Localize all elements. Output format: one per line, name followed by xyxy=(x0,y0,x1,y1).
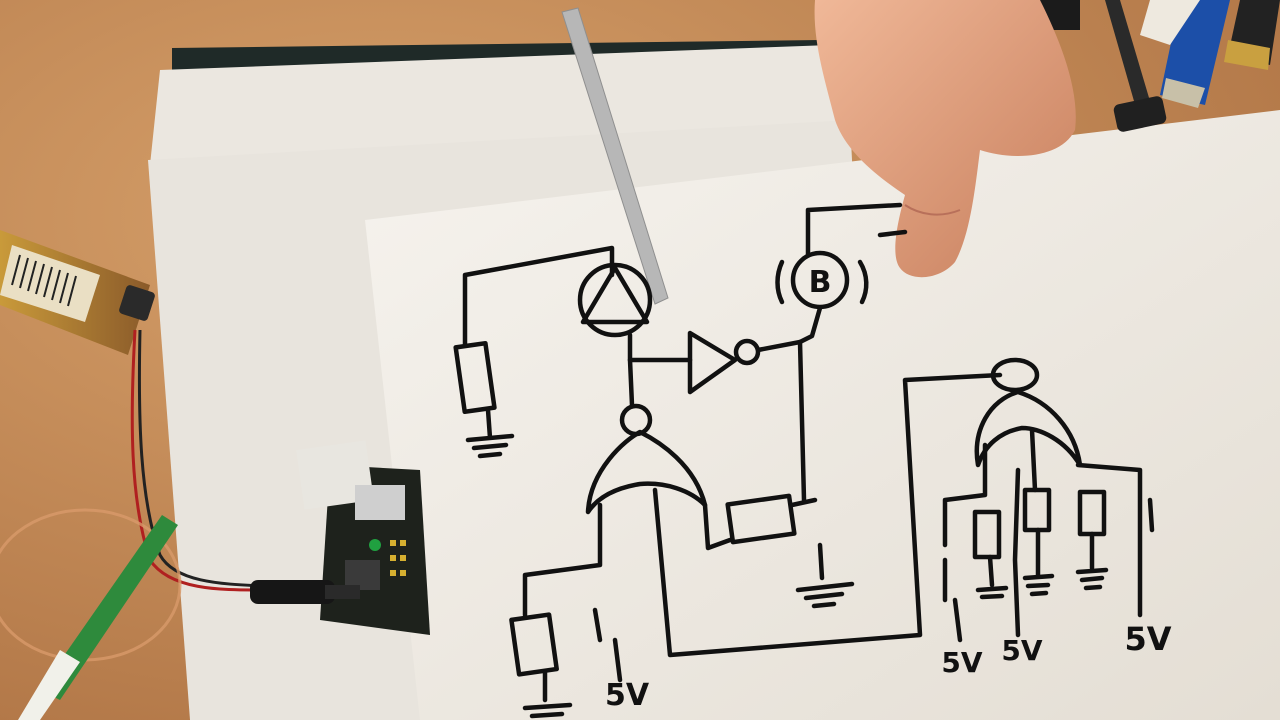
green-marker xyxy=(18,515,178,720)
wire-right-1b xyxy=(942,557,963,643)
wire-5v-left xyxy=(592,607,623,683)
wire-top-left xyxy=(462,245,615,348)
supply-label-left: 5V xyxy=(605,678,650,713)
screwdriver xyxy=(1105,0,1167,132)
wire-right-1 xyxy=(942,442,988,548)
buzzer-label: B xyxy=(809,265,832,300)
resistor-left-top xyxy=(453,340,497,415)
nand-gate-body xyxy=(585,429,708,515)
wire-right-3 xyxy=(1075,462,1143,618)
ground-right-3 xyxy=(1075,567,1109,591)
wire-right-3b xyxy=(1147,497,1155,533)
sound-wave-left xyxy=(775,259,785,305)
triangle-inside xyxy=(580,265,650,325)
right-gate-body xyxy=(974,389,1083,468)
wire-loop-bottom xyxy=(652,372,1003,658)
supply-label-right-3: 5V xyxy=(1124,620,1171,658)
wire-resistor-middle xyxy=(702,497,818,551)
right-gate-bubble xyxy=(990,357,1040,393)
resistor-middle xyxy=(725,493,797,545)
supply-label-right-1: 5V xyxy=(941,646,982,679)
sound-wave-right xyxy=(857,259,869,305)
hand xyxy=(814,0,1076,278)
ground-middle xyxy=(795,542,855,609)
nine-volt-battery xyxy=(0,230,155,355)
aa-batteries xyxy=(1140,0,1280,108)
triangle-sensor-symbol xyxy=(577,262,653,338)
power-supply-module xyxy=(296,440,430,635)
dc-barrel-plug xyxy=(250,580,360,604)
wire-sensor-down xyxy=(627,332,635,408)
wire-buzzer-up xyxy=(805,202,903,258)
resistor-left-bottom xyxy=(509,612,559,677)
supply-label-right-2: 5V xyxy=(1001,634,1042,667)
ground-right-1 xyxy=(975,554,1009,600)
circuit-schematic xyxy=(453,202,1155,719)
wire-left-bottom xyxy=(522,502,603,618)
resistor-right-1 xyxy=(972,509,1002,560)
wire-hidden-by-thumb xyxy=(877,229,908,238)
wire-right-2 xyxy=(1012,427,1041,638)
wire-buzzer-down xyxy=(797,305,823,345)
ground-right-2 xyxy=(1022,573,1055,597)
ground-left-bottom xyxy=(522,669,573,719)
metal-probe xyxy=(561,7,669,305)
ground-left-top xyxy=(465,407,515,459)
inverter-gate xyxy=(687,330,738,395)
